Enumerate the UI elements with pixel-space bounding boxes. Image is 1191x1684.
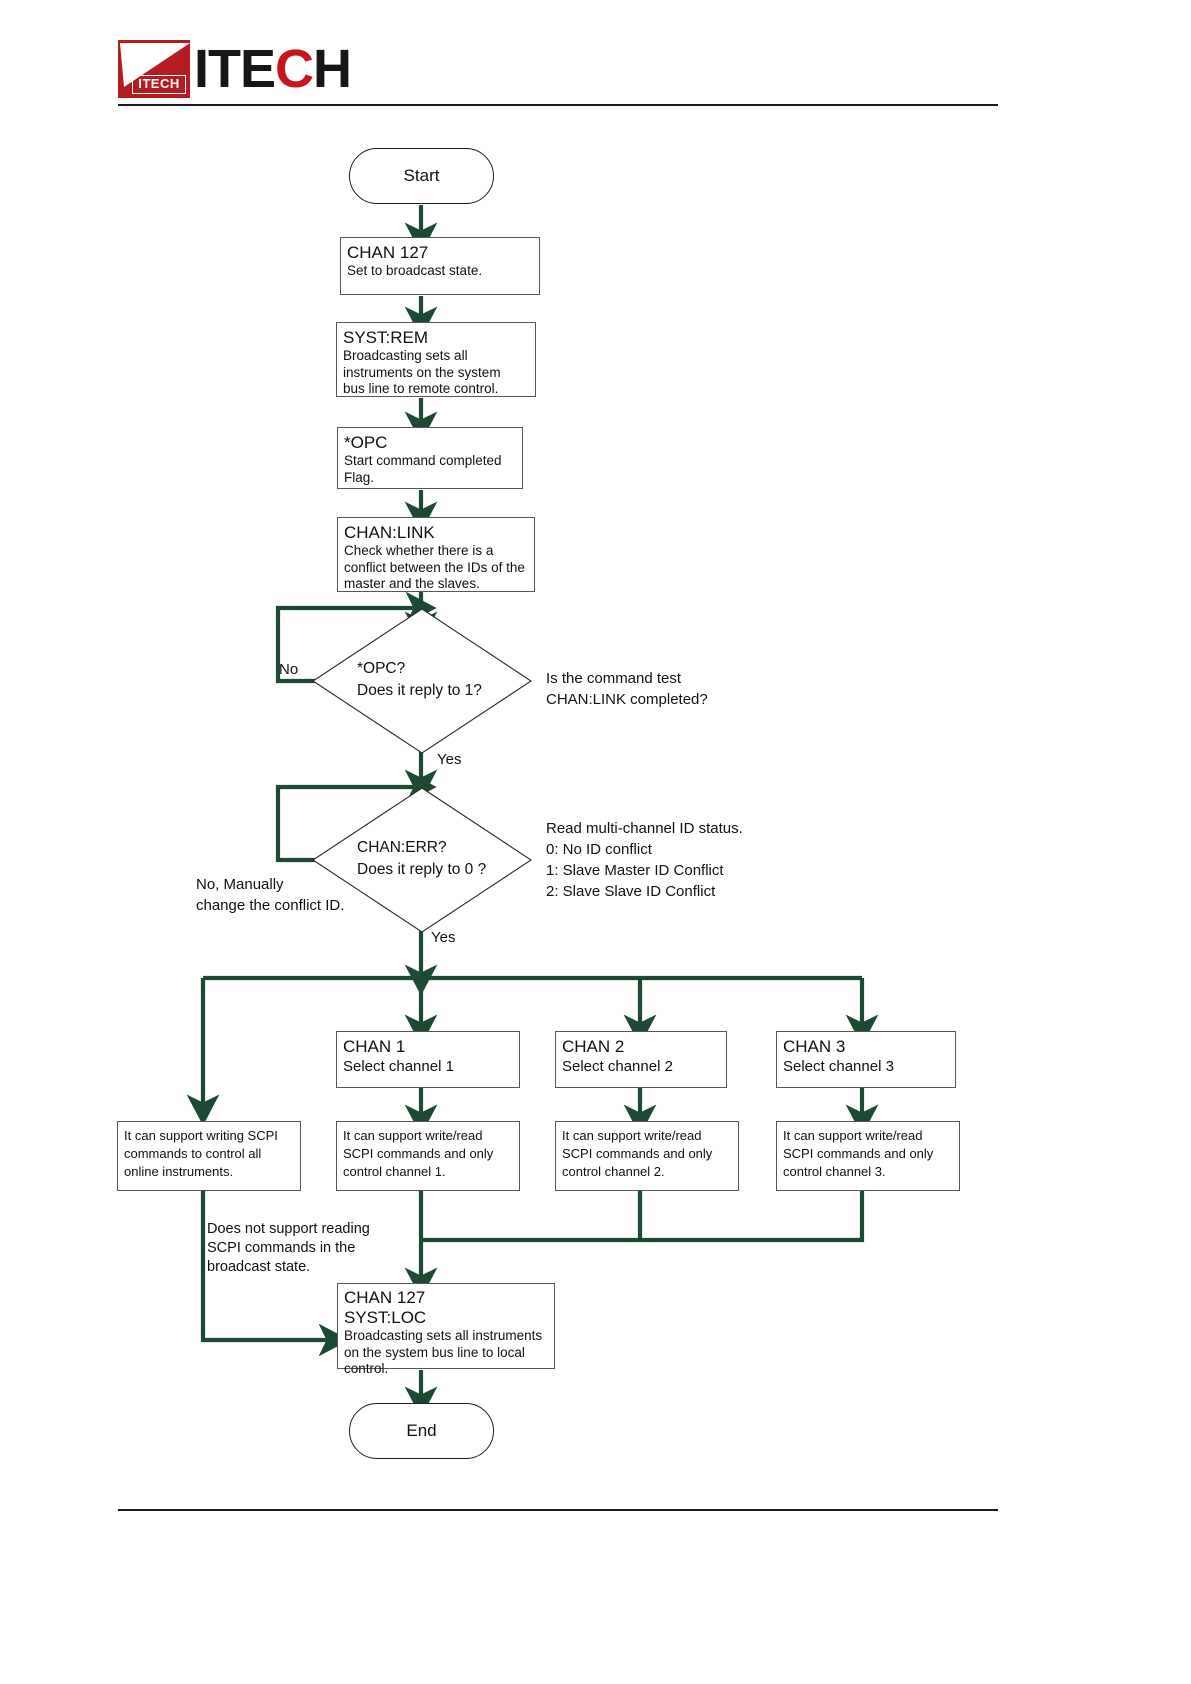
decision-line2: Does it reply to 1? [357,682,482,699]
step-desc: Select channel 1 [343,1058,454,1075]
step-desc: Check whether there is a conflict betwee… [344,543,525,591]
step-title: *OPC [344,433,388,452]
decision-chan-err-yes-label: Yes [431,929,456,946]
itech-logo-mark-icon: ITECH [118,40,190,98]
step-opc: *OPC Start command completed Flag. [337,427,523,489]
note-text: It can support write/read SCPI commands … [343,1128,494,1179]
page-header: ITECH ITECH [118,38,998,110]
step-chan1: CHAN 1 Select channel 1 [336,1031,520,1088]
wordmark-h: H [313,39,352,99]
note-text: It can support write/read SCPI commands … [783,1128,934,1179]
step-chan127-broadcast: CHAN 127 Set to broadcast state. [340,237,540,295]
decision-chan-err-no-label: No, Manually change the conflict ID. [196,876,345,914]
step-desc: Select channel 3 [783,1058,894,1075]
terminal-start: Start [349,148,494,204]
note-chan2-capability: It can support write/read SCPI commands … [555,1121,739,1191]
step-title: SYST:REM [343,328,429,347]
note-broadcast-read-limitation: Does not support reading SCPI commands i… [207,1221,370,1275]
note-chan-err-side: Read multi-channel ID status. 0: No ID c… [546,820,743,900]
step-chan-link: CHAN:LINK Check whether there is a confl… [337,517,535,592]
step-desc: Select channel 2 [562,1058,673,1075]
header-divider [118,104,998,106]
step-title: CHAN 2 [562,1037,625,1056]
itech-logo: ITECH ITECH [118,38,352,100]
decision-opc-no-label: No [279,661,299,678]
step-desc: Broadcasting sets all instruments on the… [344,1328,543,1376]
step-title-line1: CHAN 127 [344,1288,426,1307]
step-title: CHAN:LINK [344,523,435,542]
note-broadcast-capability: It can support writing SCPI commands to … [117,1121,301,1191]
decision-opc-query: *OPC? Does it reply to 1? [312,608,532,754]
step-chan2: CHAN 2 Select channel 2 [555,1031,727,1088]
note-chan1-capability: It can support write/read SCPI commands … [336,1121,520,1191]
decision-line2: Does it reply to 0 ? [357,861,487,878]
note-text: It can support write/read SCPI commands … [562,1128,713,1179]
decision-line1: CHAN:ERR? [357,839,447,856]
wordmark-c: C [275,39,314,99]
step-desc: Broadcasting sets all instruments on the… [343,348,501,396]
terminal-end: End [349,1403,494,1459]
step-syst-rem: SYST:REM Broadcasting sets all instrumen… [336,322,536,397]
step-title: CHAN 127 [347,243,429,262]
note-chan3-capability: It can support write/read SCPI commands … [776,1121,960,1191]
wordmark-ite: ITE [194,39,276,99]
note-opc-side: Is the command test CHAN:LINK completed? [546,670,708,708]
step-desc: Set to broadcast state. [347,263,483,278]
footer-divider [118,1509,998,1511]
itech-logo-mark-label: ITECH [132,75,186,94]
step-title: CHAN 1 [343,1037,406,1056]
terminal-start-label: Start [403,166,440,185]
decision-chan-err-query: CHAN:ERR? Does it reply to 0 ? [312,787,532,933]
terminal-end-label: End [406,1421,437,1440]
step-title: CHAN 3 [783,1037,846,1056]
decision-opc-yes-label: Yes [437,751,462,768]
decision-line1: *OPC? [357,660,406,677]
step-chan127-local: CHAN 127 SYST:LOC Broadcasting sets all … [337,1283,555,1376]
step-desc: Start command completed Flag. [344,453,502,485]
note-text: It can support writing SCPI commands to … [124,1128,278,1179]
step-title-line2: SYST:LOC [344,1308,427,1327]
step-chan3: CHAN 3 Select channel 3 [776,1031,956,1088]
itech-wordmark: ITECH [194,39,352,99]
